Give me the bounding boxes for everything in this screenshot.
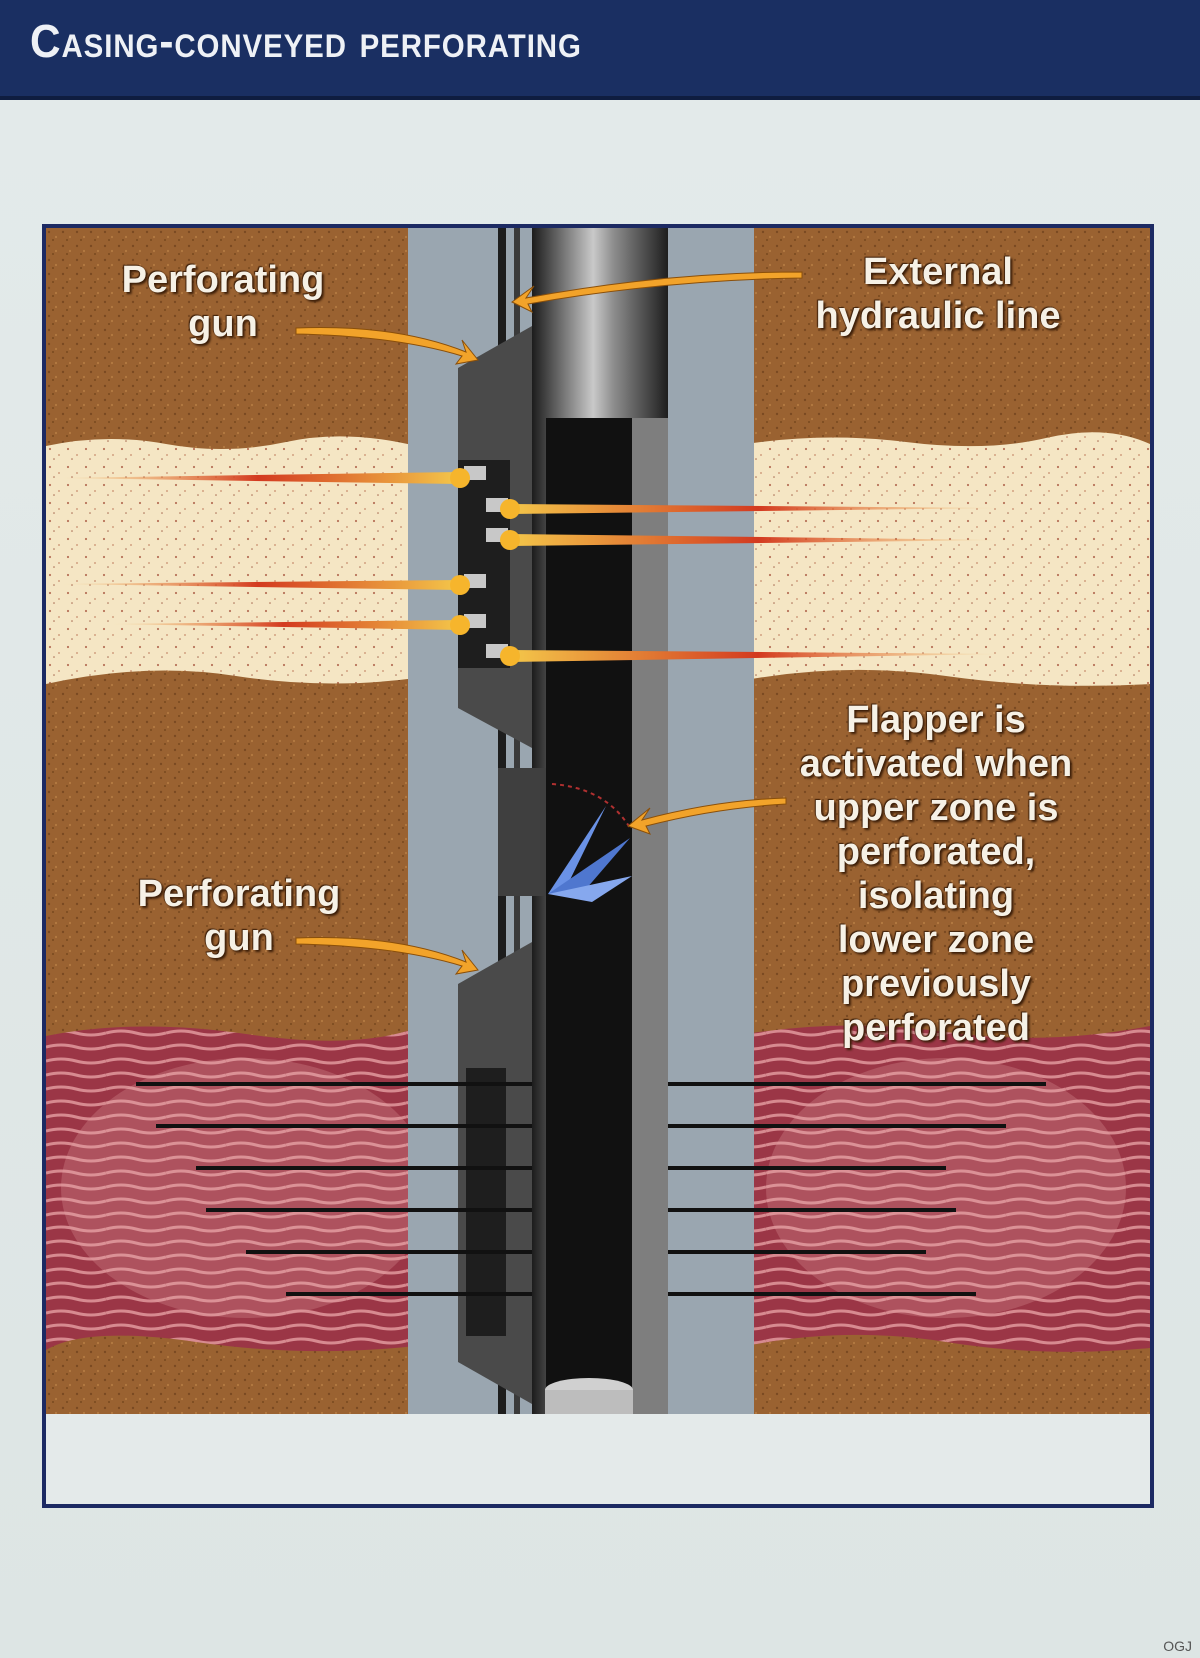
upper-gun-charges [458, 460, 510, 668]
label-lower-perforating-gun: Perforating gun [137, 873, 341, 959]
sand-zone-right [746, 432, 1150, 686]
arrow-icons [295, 271, 803, 975]
flapper-valve-body [498, 768, 546, 896]
casing-wall-right [632, 418, 668, 1504]
corner-mark: OGJ [1163, 1638, 1192, 1654]
wellbore-diagram [46, 228, 1150, 1504]
arrow-upper-gun-icon [295, 327, 479, 365]
flapper-icon [548, 783, 632, 902]
arrow-hydraulic-line-icon [511, 271, 803, 314]
diagram-frame: Perforating gun External hydraulic line … [42, 224, 1154, 1508]
label-external-hydraulic-line: External hydraulic line [815, 251, 1061, 337]
lower-zone-glow-right [766, 1058, 1126, 1318]
lower-zone-left [46, 1026, 416, 1352]
arrow-lower-gun-icon [295, 937, 479, 975]
casing-inner [546, 418, 632, 1504]
lower-zone-right [746, 1025, 1150, 1352]
bottom-plug-body [545, 1390, 633, 1418]
label-upper-perforating-gun: Perforating gun [121, 259, 325, 345]
label-flapper: Flapper is activated when upper zone is … [799, 699, 1073, 1049]
lower-zone-glow-left [61, 1058, 431, 1318]
lower-gun-charges [466, 1068, 506, 1336]
page-title: Casing-conveyed perforating [30, 15, 582, 67]
frame-floor [46, 1414, 1150, 1504]
perforation-jets-upper [56, 468, 1006, 666]
header-bar: Casing-conveyed perforating [0, 0, 1200, 100]
perforation-tunnels-lower [136, 1082, 1046, 1296]
arrow-flapper-icon [627, 797, 787, 835]
